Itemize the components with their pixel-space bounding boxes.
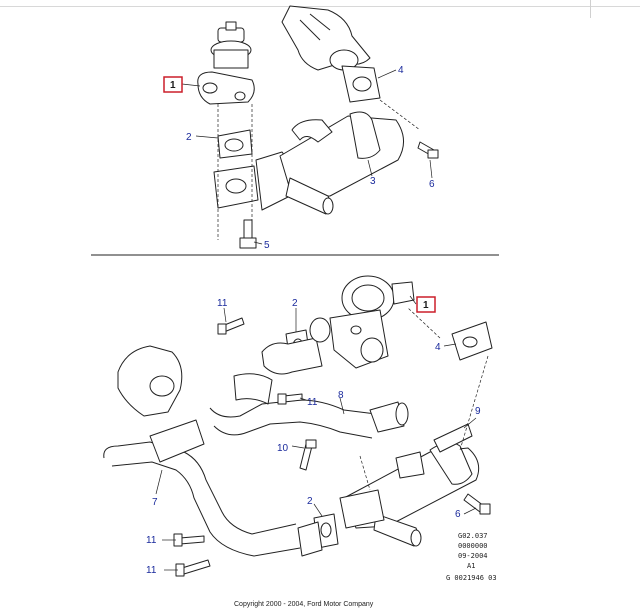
svg-text:1: 1 — [170, 80, 176, 91]
callout-3-top[interactable]: 3 — [370, 176, 376, 187]
bolt-11-c — [173, 533, 205, 547]
gasket-4-bottom — [451, 321, 493, 361]
bolt-6-bottom — [463, 493, 491, 515]
bolt-11-b — [277, 393, 303, 405]
top-diagram — [181, 5, 439, 249]
svg-text:G02.037: G02.037 — [458, 532, 488, 540]
bolt-11-a — [217, 317, 245, 335]
callout-11-lower[interactable]: 11 — [146, 535, 157, 546]
egr-valve-top — [197, 21, 255, 105]
callout-5-top[interactable]: 5 — [264, 240, 270, 251]
callout-11-upper[interactable]: 11 — [217, 298, 228, 309]
callout-4-bottom[interactable]: 4 — [435, 342, 441, 353]
bolt-5 — [239, 219, 257, 249]
callout-2-top[interactable]: 2 — [186, 132, 192, 143]
callout-7[interactable]: 7 — [152, 497, 158, 508]
callout-2-upper[interactable]: 2 — [292, 298, 298, 309]
callout-6-bottom[interactable]: 6 — [455, 509, 461, 520]
svg-text:A1: A1 — [467, 562, 475, 570]
callout-1-bottom[interactable]: 1 — [416, 296, 436, 313]
callout-11-bottom[interactable]: 11 — [146, 565, 157, 576]
bolt-6-top — [417, 141, 439, 159]
callout-10[interactable]: 10 — [277, 443, 289, 454]
bottom-diagram — [103, 275, 493, 577]
callout-4-top[interactable]: 4 — [398, 65, 404, 76]
callout-2-lower[interactable]: 2 — [307, 496, 313, 507]
gasket-top — [217, 129, 253, 159]
intake-duct-top — [281, 5, 381, 103]
window-top-bar — [0, 0, 640, 7]
svg-text:1: 1 — [423, 300, 429, 311]
callout-9[interactable]: 9 — [475, 406, 481, 417]
egr-cooler-top — [213, 111, 404, 215]
svg-text:09-2004: 09-2004 — [458, 552, 488, 560]
bolt-11-d — [175, 559, 211, 577]
svg-text:G 0021946 03: G 0021946 03 — [446, 574, 497, 582]
copyright-notice: Copyright 2000 - 2004, Ford Motor Compan… — [234, 601, 374, 608]
callout-8[interactable]: 8 — [338, 390, 344, 401]
callout-6-top[interactable]: 6 — [429, 179, 435, 190]
egr-valve-bottom — [329, 275, 415, 369]
window-edge-rule — [590, 0, 591, 18]
callout-1-top[interactable]: 1 — [163, 76, 183, 93]
svg-text:0000000: 0000000 — [458, 542, 488, 550]
reference-code-block: G02.037 0000000 09-2004 A1 G 0021946 03 — [446, 532, 497, 582]
thermostat-housing — [117, 345, 183, 417]
bolt-10 — [299, 439, 317, 471]
callout-11-middle[interactable]: 11 — [307, 397, 318, 408]
